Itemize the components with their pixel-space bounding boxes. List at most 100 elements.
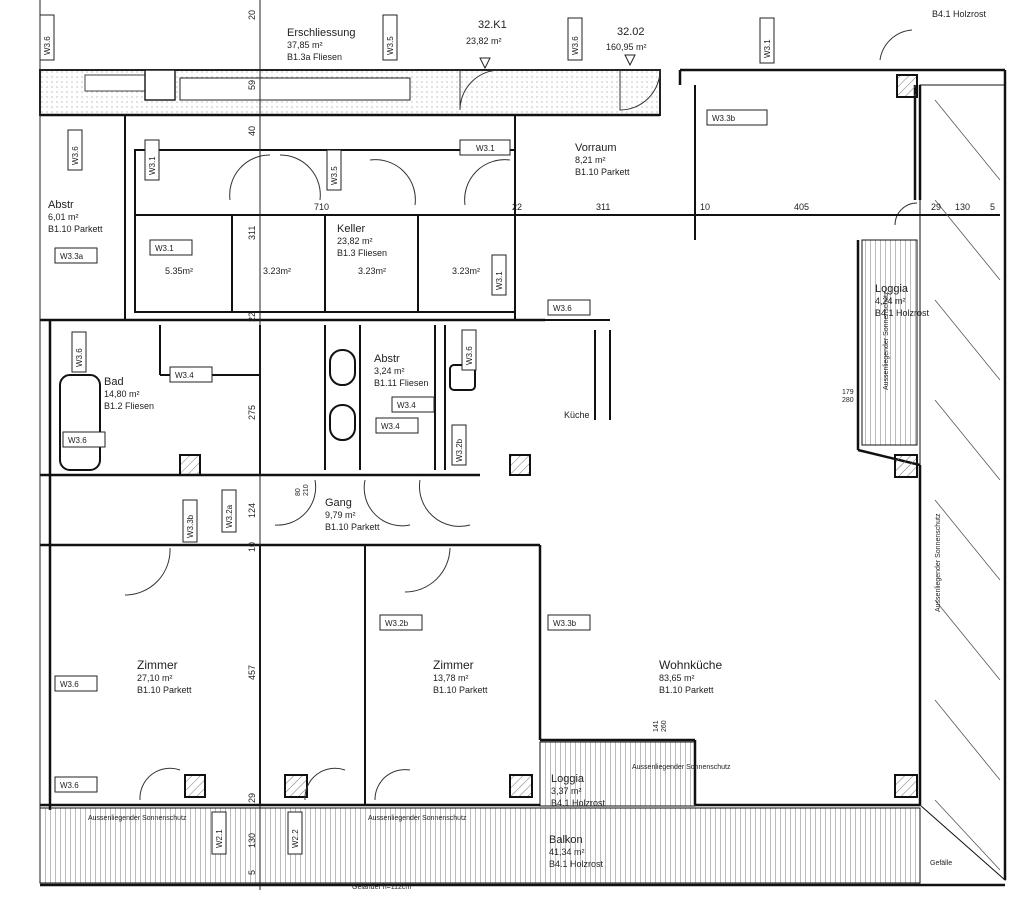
svg-text:W3.2b: W3.2b [385, 619, 409, 628]
room-erschliessung: Erschliessung 37,85 m² B1.3a Fliesen [287, 27, 355, 62]
svg-text:275: 275 [247, 405, 257, 420]
sun-shade-2: Aussenliegender Sonnenschutz [935, 513, 942, 612]
balkon-deck [39, 807, 921, 884]
sun-shade-4: Aussenliegender Sonnenschutz [88, 815, 187, 822]
svg-text:83,65 m²: 83,65 m² [659, 673, 695, 683]
svg-text:Zimmer: Zimmer [433, 658, 474, 672]
svg-text:9,79 m²: 9,79 m² [325, 510, 356, 520]
svg-text:Gang: Gang [325, 497, 352, 509]
room-balkon: Balkon 41,34 m² B4.1 Holzrost [549, 834, 604, 869]
door-dim-80: 80210 [295, 484, 310, 496]
svg-text:6,01 m²: 6,01 m² [48, 212, 79, 222]
svg-text:5: 5 [990, 202, 995, 212]
svg-text:29: 29 [931, 202, 941, 212]
tag-w35-a: W3.5 [382, 14, 398, 61]
svg-text:Erschliessung: Erschliessung [287, 27, 355, 39]
svg-text:W2.2: W2.2 [291, 829, 300, 848]
header-level-right-area: 160,95 m² [606, 42, 647, 52]
svg-text:Keller: Keller [337, 223, 365, 235]
svg-text:311: 311 [596, 202, 610, 212]
svg-text:B1.3 Fliesen: B1.3 Fliesen [337, 248, 387, 258]
svg-text:40: 40 [247, 126, 257, 136]
header-level-left: 32.K1 [478, 19, 507, 31]
svg-text:W3.6: W3.6 [60, 781, 79, 790]
svg-text:Vorraum: Vorraum [575, 142, 617, 154]
tag-w36-g: W3.6 [62, 431, 106, 448]
svg-text:W3.3b: W3.3b [186, 514, 195, 538]
room-keller: Keller 23,82 m² B1.3 Fliesen 5.35m² 3.23… [165, 223, 480, 276]
svg-text:37,85 m²: 37,85 m² [287, 40, 323, 50]
svg-text:22: 22 [247, 312, 257, 322]
svg-text:Loggia: Loggia [551, 773, 585, 785]
svg-text:710: 710 [314, 202, 329, 212]
svg-text:W3.6: W3.6 [43, 36, 52, 55]
tag-w36-i: W3.6 [54, 776, 98, 793]
svg-text:W3.1: W3.1 [763, 39, 772, 58]
tag-w31-c: W3.1 [459, 139, 511, 156]
room-abstr-2: Abstr 3,24 m² B1.11 Fliesen [374, 353, 428, 388]
tag-w36-c: W3.6 [67, 129, 83, 171]
header-level-left-area: 23,82 m² [466, 36, 502, 46]
tag-w32b: W3.2b [451, 424, 467, 466]
svg-text:8,21 m²: 8,21 m² [575, 155, 606, 165]
svg-text:13,78 m²: 13,78 m² [433, 673, 469, 683]
svg-text:Bad: Bad [104, 376, 124, 388]
svg-text:3,24 m²: 3,24 m² [374, 366, 405, 376]
svg-text:W2.1: W2.1 [215, 829, 224, 848]
svg-text:W3.6: W3.6 [60, 680, 79, 689]
svg-text:5.35m²: 5.35m² [165, 266, 193, 276]
tag-w31-d: W3.1 [149, 239, 193, 256]
tag-w36-h: W3.6 [54, 675, 98, 692]
svg-text:B1.2 Fliesen: B1.2 Fliesen [104, 401, 154, 411]
svg-text:W3.4: W3.4 [175, 371, 194, 380]
svg-text:23,82 m²: 23,82 m² [337, 236, 373, 246]
tag-w36-e: W3.6 [71, 331, 87, 373]
svg-text:Abstr: Abstr [374, 353, 400, 365]
svg-text:3,37 m²: 3,37 m² [551, 786, 582, 796]
tag-w31-b: W3.1 [144, 139, 160, 181]
svg-text:B1.10 Parkett: B1.10 Parkett [659, 685, 714, 695]
svg-text:130: 130 [247, 833, 257, 848]
room-loggia-2: Loggia 3,37 m² B4.1 Holzrost [551, 773, 606, 808]
room-kueche: Küche [564, 410, 590, 420]
svg-text:22: 22 [512, 202, 522, 212]
svg-text:10: 10 [700, 202, 710, 212]
room-wohnkueche: Wohnküche 83,65 m² B1.10 Parkett [659, 658, 722, 695]
tag-w36-d: W3.6 [547, 299, 591, 316]
svg-text:5: 5 [247, 870, 257, 875]
tag-w33b-a: W3.3b [706, 109, 768, 126]
svg-text:B1.10 Parkett: B1.10 Parkett [48, 224, 103, 234]
svg-text:Zimmer: Zimmer [137, 658, 178, 672]
room-bad: Bad 14,80 m² B1.2 Fliesen [104, 376, 154, 411]
room-loggia-1: Loggia 4,24 m² B4.1 Holzrost [875, 283, 930, 318]
tag-w21: W2.1 [211, 811, 227, 855]
svg-text:B1.3a Fliesen: B1.3a Fliesen [287, 52, 342, 62]
svg-text:W3.6: W3.6 [75, 348, 84, 367]
room-zimmer-1: Zimmer 27,10 m² B1.10 Parkett [137, 658, 192, 695]
tag-w33b-c: W3.3b [547, 614, 591, 631]
svg-text:W3.1: W3.1 [155, 244, 174, 253]
tag-w34-a: W3.4 [169, 366, 213, 383]
svg-text:59: 59 [247, 80, 257, 90]
svg-text:W3.4: W3.4 [381, 422, 400, 431]
tag-w32a: W3.2a [221, 489, 237, 533]
tag-w33b-b: W3.3b [182, 499, 198, 543]
svg-text:B4.1 Holzrost: B4.1 Holzrost [549, 859, 604, 869]
tag-w35-b: W3.5 [326, 149, 342, 191]
svg-text:W3.3b: W3.3b [712, 114, 736, 123]
wall-tags: W3.6 W3.5 W3.6 W3.1 W3.6 W3.1 W3.5 W3.1 … [39, 14, 775, 855]
svg-text:W3.6: W3.6 [68, 436, 87, 445]
dimensions: 20 59 40 710 22 311 10 405 29 130 5 311 … [247, 10, 995, 875]
svg-text:14,80 m²: 14,80 m² [104, 389, 140, 399]
sun-shade-1: Aussenliegender Sonnenschutz [883, 291, 890, 390]
tag-w22: W2.2 [287, 811, 303, 855]
tag-w36-a: W3.6 [39, 14, 55, 61]
room-gang: Gang 9,79 m² B1.10 Parkett [325, 497, 380, 532]
svg-text:B4.1 Holzrost: B4.1 Holzrost [875, 308, 930, 318]
svg-text:W3.1: W3.1 [148, 156, 157, 175]
svg-text:W3.4: W3.4 [397, 401, 416, 410]
svg-text:W3.2b: W3.2b [455, 438, 464, 462]
svg-text:Balkon: Balkon [549, 834, 583, 846]
